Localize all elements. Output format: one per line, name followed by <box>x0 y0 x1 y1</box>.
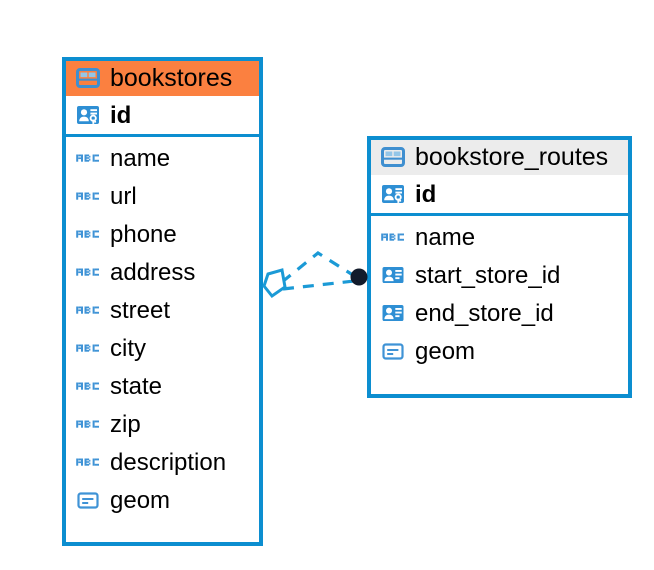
text-abc-icon <box>75 297 101 323</box>
geometry-icon <box>75 487 101 513</box>
relationship-line-lower <box>282 279 355 291</box>
field-label: zip <box>110 410 141 438</box>
field-row-id[interactable]: id <box>66 96 259 134</box>
field-label: geom <box>415 337 476 365</box>
field-label: address <box>110 258 196 286</box>
field-label: id <box>415 180 437 208</box>
text-abc-icon <box>75 183 101 209</box>
text-abc-icon <box>75 145 101 171</box>
field-label: end_store_id <box>415 299 554 327</box>
foreign-key-icon <box>380 262 406 288</box>
foreign-key-icon <box>380 300 406 326</box>
entity-table-bookstores[interactable]: bookstores id <box>62 57 263 546</box>
field-row-geom[interactable]: geom <box>371 332 628 370</box>
text-abc-icon <box>75 335 101 361</box>
field-row-city[interactable]: city <box>66 329 259 367</box>
field-label: url <box>110 182 137 210</box>
field-label: city <box>110 334 146 362</box>
table-icon <box>75 65 101 91</box>
field-list-bookstore-routes: name start_store_id <box>371 216 628 374</box>
field-row-street[interactable]: street <box>66 291 259 329</box>
text-abc-icon <box>75 221 101 247</box>
field-row-name[interactable]: name <box>66 139 259 177</box>
field-label: name <box>110 144 171 172</box>
field-label: start_store_id <box>415 261 561 289</box>
field-row-description[interactable]: description <box>66 443 259 481</box>
primary-key-icon <box>75 102 101 128</box>
text-abc-icon <box>75 259 101 285</box>
field-row-start-store-id[interactable]: start_store_id <box>371 256 628 294</box>
relationship-line-upper <box>280 251 357 284</box>
field-row-address[interactable]: address <box>66 253 259 291</box>
field-row-name[interactable]: name <box>371 218 628 256</box>
entity-title: bookstore_routes <box>415 143 609 171</box>
field-label: phone <box>110 220 177 248</box>
text-abc-icon <box>380 224 406 250</box>
relationship-endpoint-dot <box>350 268 368 286</box>
field-row-zip[interactable]: zip <box>66 405 259 443</box>
field-row-state[interactable]: state <box>66 367 259 405</box>
field-list-bookstores: name <box>66 137 259 523</box>
text-abc-icon <box>75 373 101 399</box>
geometry-icon <box>380 338 406 364</box>
field-label: description <box>110 448 227 476</box>
field-label: state <box>110 372 163 400</box>
entity-table-bookstore-routes[interactable]: bookstore_routes id <box>367 136 632 398</box>
primary-key-section: id <box>66 96 259 138</box>
table-icon <box>380 144 406 170</box>
polygon-shape-icon <box>262 268 287 299</box>
field-row-geom[interactable]: geom <box>66 481 259 519</box>
primary-key-section: id <box>371 175 628 217</box>
field-row-phone[interactable]: phone <box>66 215 259 253</box>
field-label: name <box>415 223 476 251</box>
field-row-id[interactable]: id <box>371 175 628 213</box>
field-label: street <box>110 296 171 324</box>
entity-header-bookstores[interactable]: bookstores <box>66 61 259 97</box>
field-label: id <box>110 101 132 129</box>
entity-title: bookstores <box>110 64 233 92</box>
text-abc-icon <box>75 411 101 437</box>
field-row-end-store-id[interactable]: end_store_id <box>371 294 628 332</box>
text-abc-icon <box>75 449 101 475</box>
field-row-url[interactable]: url <box>66 177 259 215</box>
entity-header-bookstore-routes[interactable]: bookstore_routes <box>371 140 628 176</box>
field-label: geom <box>110 486 171 514</box>
primary-key-icon <box>380 181 406 207</box>
